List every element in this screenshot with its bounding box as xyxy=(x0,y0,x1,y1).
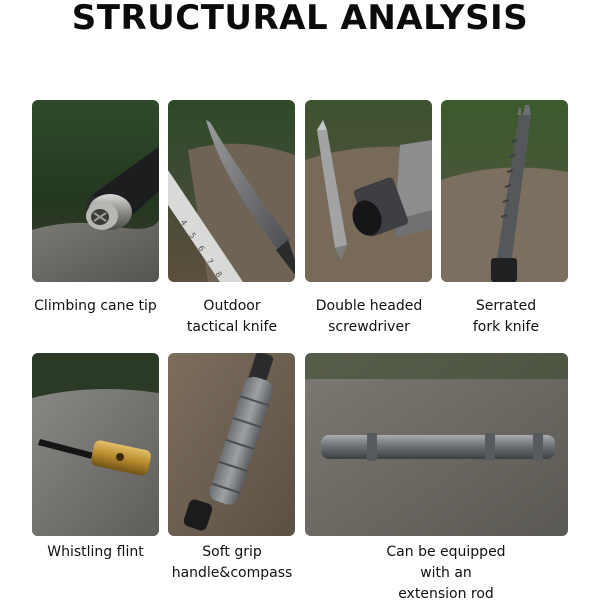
climbing-cane-tip-photo xyxy=(32,100,159,282)
caption-line: Serrated xyxy=(475,298,537,314)
caption-soft-grip-handle-compass: Soft grip handle&compass xyxy=(160,542,304,584)
caption-line: Double headed xyxy=(315,298,423,314)
caption-line: Climbing cane tip xyxy=(34,298,157,314)
caption-line: handle&compass xyxy=(171,565,293,581)
caption-line: tactical knife xyxy=(186,319,278,335)
page-title: STRUCTURAL ANALYSIS xyxy=(71,0,529,38)
caption-line: Whistling flint xyxy=(47,544,144,560)
caption-double-headed-screwdriver: Double headed screwdriver xyxy=(298,296,440,338)
caption-climbing-cane-tip: Climbing cane tip xyxy=(20,296,171,317)
double-headed-screwdriver-photo xyxy=(305,100,432,282)
caption-line: extension rod xyxy=(398,586,494,600)
caption-line: Soft grip xyxy=(202,544,262,560)
caption-whistling-flint: Whistling flint xyxy=(20,542,171,563)
extension-rod-photo xyxy=(305,353,568,536)
caption-line: screwdriver xyxy=(328,319,410,335)
serrated-fork-knife-photo xyxy=(441,100,568,282)
caption-extension-rod: Can be equipped with an extension rod xyxy=(360,542,532,600)
caption-line: Can be equipped xyxy=(386,544,506,560)
whistling-flint-photo xyxy=(32,353,159,536)
caption-line: Outdoor xyxy=(203,298,261,314)
outdoor-tactical-knife-photo: 4 5 6 7 8 xyxy=(168,100,295,282)
caption-line: fork knife xyxy=(472,319,540,335)
caption-line: with an xyxy=(420,565,472,581)
soft-grip-handle-compass-photo xyxy=(168,353,295,536)
caption-outdoor-tactical-knife: Outdoor tactical knife xyxy=(164,296,300,338)
caption-serrated-fork-knife: Serrated fork knife xyxy=(436,296,576,338)
